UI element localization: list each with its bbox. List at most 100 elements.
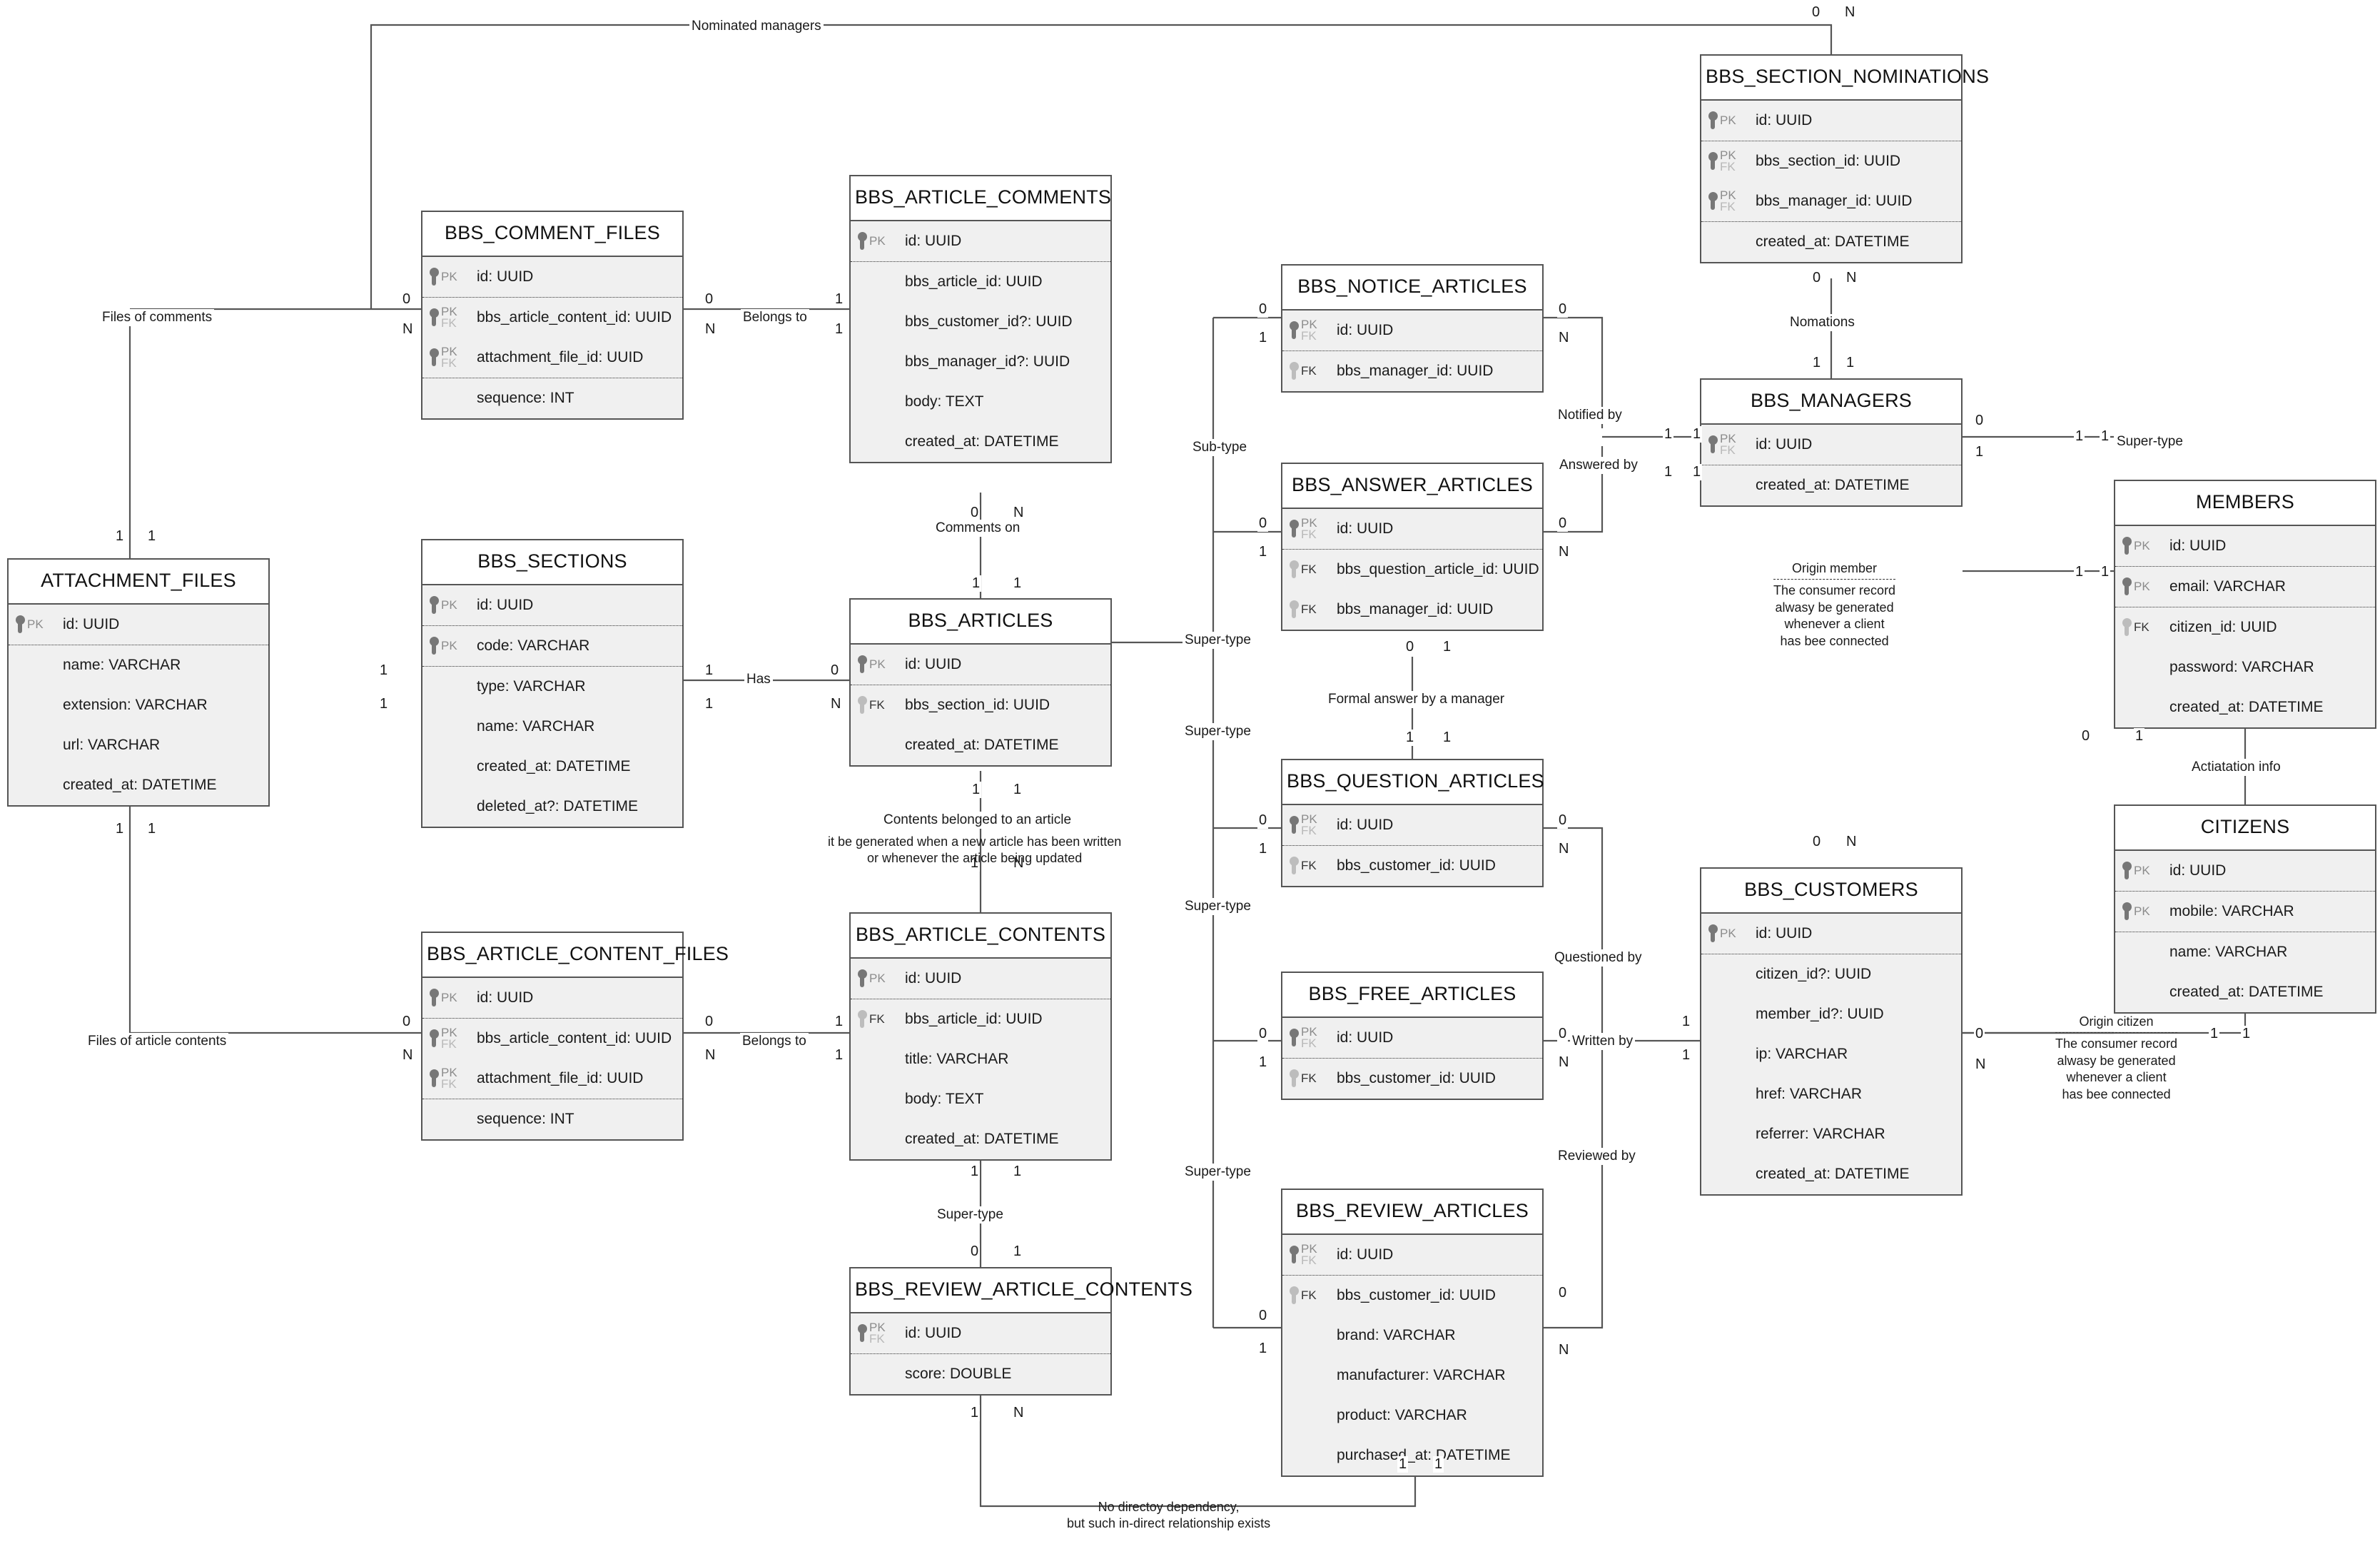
field-name: sequence: INT xyxy=(477,1111,574,1127)
field-name: title: VARCHAR xyxy=(905,1051,1009,1067)
edge-label-belongs-to-comment: Belongs to xyxy=(741,309,809,326)
entity-title: BBS_FREE_ARTICLES xyxy=(1282,973,1542,1016)
note-line: The consumer record xyxy=(1773,583,1896,598)
entity-field: name: VARCHAR xyxy=(422,707,682,747)
key-fk-icon xyxy=(1290,1069,1300,1088)
entity-title: BBS_SECTION_NOMINATIONS xyxy=(1701,56,1989,99)
entity-title: BBS_ARTICLE_COMMENTS xyxy=(851,176,1111,220)
cardinality-marker: 1 xyxy=(1845,355,1856,371)
cardinality-marker: 1 xyxy=(1404,730,1416,746)
key-pk-icon xyxy=(2122,902,2132,921)
field-name: type: VARCHAR xyxy=(477,678,586,695)
cardinality-marker: N xyxy=(1974,1056,1987,1073)
key-fk-icon xyxy=(858,696,868,715)
cardinality-marker: 0 xyxy=(401,1014,412,1030)
note-line: it be generated when a new article has b… xyxy=(828,834,1122,849)
cardinality-marker: 1 xyxy=(1397,1456,1409,1473)
key-pk-icon xyxy=(1708,152,1718,171)
entity-field: created_at: DATETIME xyxy=(2115,687,2375,727)
cardinality-marker: 1 xyxy=(1257,841,1269,857)
cardinality-marker: 1 xyxy=(1663,464,1674,480)
field-name: score: DOUBLE xyxy=(905,1366,1012,1382)
key-pk-icon xyxy=(1290,1246,1300,1264)
entity-field: sequence: INT xyxy=(422,378,682,418)
edge-label-sub-type: Sub-type xyxy=(1190,439,1250,456)
field-key-cell: PK xyxy=(858,969,902,988)
note-line: whenever a client xyxy=(2066,1070,2167,1085)
field-name: name: VARCHAR xyxy=(477,718,595,735)
field-key-cell: PK xyxy=(430,268,474,286)
key-badge: PK xyxy=(27,617,44,631)
key-fk-icon xyxy=(1290,362,1300,380)
key-badge: FK xyxy=(1301,602,1317,616)
entity-field: product: VARCHAR xyxy=(1282,1396,1542,1435)
key-pk-icon xyxy=(430,308,440,327)
key-pk-icon xyxy=(858,232,868,251)
key-badge: PK xyxy=(441,638,457,652)
entity-field: title: VARCHAR xyxy=(851,1039,1110,1079)
field-group: sequence: INT xyxy=(422,1099,682,1139)
entity-field: created_at: DATETIME xyxy=(1701,1154,1961,1194)
cardinality-marker: 0 xyxy=(1557,301,1569,318)
field-key-cell: FK xyxy=(1290,1069,1334,1088)
edge-label-belongs-to-content: Belongs to xyxy=(740,1033,809,1050)
note-divider xyxy=(2055,1032,2178,1034)
entity-title: BBS_ARTICLE_CONTENTS xyxy=(851,914,1110,957)
note-line: No directoy dependency, xyxy=(1098,1500,1240,1514)
cardinality-marker: N xyxy=(1557,841,1571,857)
key-fk-icon xyxy=(2122,618,2132,637)
cardinality-marker: 1 xyxy=(1691,426,1703,443)
field-name: code: VARCHAR xyxy=(477,637,590,654)
cardinality-marker: 1 xyxy=(1974,444,1985,460)
cardinality-marker: N xyxy=(401,321,415,338)
field-group: PK code: VARCHAR xyxy=(422,626,682,667)
cardinality-marker: N xyxy=(1843,4,1857,21)
note-no-direct-dependency-note: No directoy dependency,but such in-direc… xyxy=(1067,1499,1270,1533)
edge-label-files-of-article-contents: Files of article contents xyxy=(86,1033,229,1050)
field-name: id: UUID xyxy=(1337,817,1394,833)
entity-field: created_at: DATETIME xyxy=(851,422,1110,462)
cardinality-marker: 1 xyxy=(834,291,845,308)
